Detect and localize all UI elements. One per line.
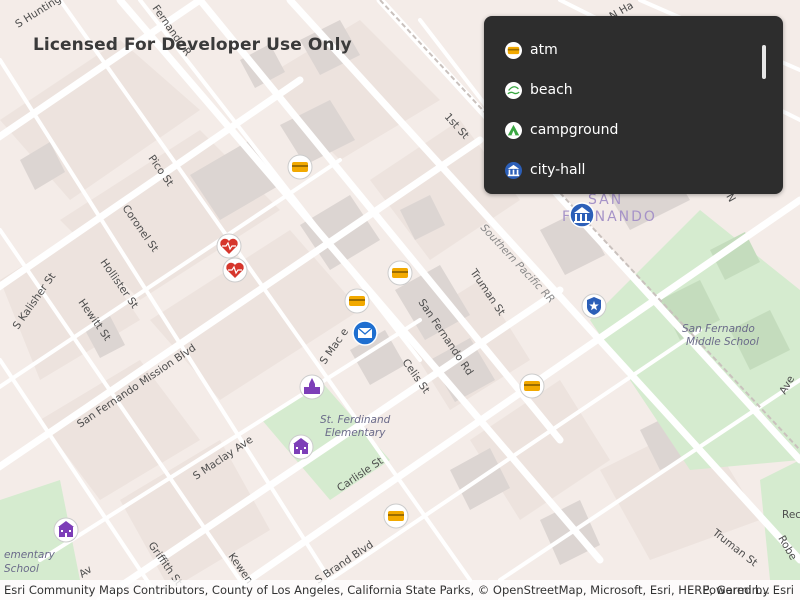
st-ferdinand-label: Elementary xyxy=(325,427,386,439)
campground-icon xyxy=(505,121,522,139)
police-badge-icon[interactable] xyxy=(581,293,607,319)
heart-pulse-icon[interactable] xyxy=(222,257,248,283)
legend-item-label: campground xyxy=(530,122,619,138)
street-label: Rec xyxy=(782,509,800,521)
beach-icon xyxy=(505,81,522,99)
atm-icon[interactable] xyxy=(287,154,313,180)
atm-icon[interactable] xyxy=(519,373,545,399)
city-hall-icon xyxy=(505,161,522,179)
school-icon[interactable] xyxy=(288,434,314,460)
legend-item-campground[interactable]: campground xyxy=(505,118,618,142)
elementary-school-label: School xyxy=(4,563,39,575)
railroad xyxy=(379,0,800,451)
developer-watermark: Licensed For Developer Use Only xyxy=(33,35,352,55)
street-label: Av xyxy=(77,563,94,580)
attribution-credits[interactable]: Esri Community Maps Contributors, County… xyxy=(4,583,770,597)
legend-item-label: beach xyxy=(530,82,573,98)
mail-icon[interactable] xyxy=(352,320,378,346)
church-icon[interactable] xyxy=(299,374,325,400)
atm-icon[interactable] xyxy=(344,288,370,314)
powered-by-esri[interactable]: Powered by Esri xyxy=(702,583,795,597)
legend-item-label: city-hall xyxy=(530,162,586,178)
legend-item-label: atm xyxy=(530,42,558,58)
legend-item-city-hall[interactable]: city-hall xyxy=(505,158,585,182)
legend-scrollbar[interactable] xyxy=(762,45,766,79)
city-label: SAN xyxy=(588,192,623,208)
atm-icon[interactable] xyxy=(383,503,409,529)
middle-school-label: San Fernando xyxy=(682,323,755,335)
st-ferdinand-label: St. Ferdinand xyxy=(320,414,391,426)
legend-panel[interactable]: atm beach campground city-hall xyxy=(484,16,783,194)
school-icon[interactable] xyxy=(53,517,79,543)
elementary-school-label: ementary xyxy=(4,549,56,561)
attribution-bar: Esri Community Maps Contributors, County… xyxy=(0,580,800,600)
atm-icon xyxy=(505,41,522,59)
heart-pulse-icon[interactable] xyxy=(216,233,242,259)
legend-item-atm[interactable]: atm xyxy=(505,38,558,62)
middle-school-label: Middle School xyxy=(686,336,759,348)
markers xyxy=(53,154,607,543)
atm-icon[interactable] xyxy=(387,260,413,286)
city-hall-icon[interactable] xyxy=(569,202,595,228)
legend-item-beach[interactable]: beach xyxy=(505,78,573,102)
